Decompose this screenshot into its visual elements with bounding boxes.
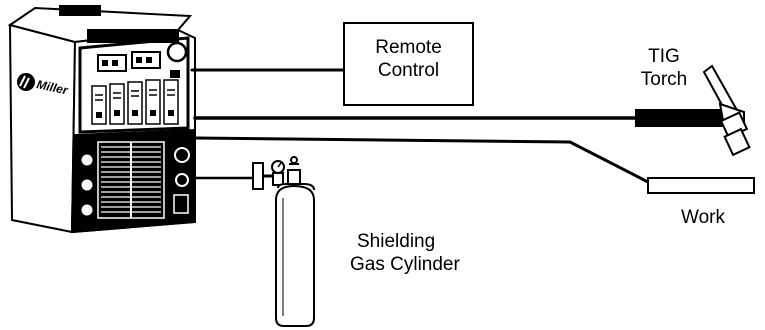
shielding-gas-cylinder-label-line2: Gas Cylinder: [350, 254, 460, 275]
regulator-body: [272, 172, 284, 186]
remote-socket: [174, 147, 190, 163]
control-panel-header: [87, 29, 179, 43]
tig-torch-label-line1: TIG: [648, 46, 680, 67]
output-terminal-1: [81, 154, 93, 166]
remote-control-label-line1: Remote: [375, 37, 442, 58]
cylinder-body: [275, 184, 315, 327]
tig-torch-label: TIG Torch: [624, 45, 704, 91]
function-column-1: [91, 85, 107, 125]
remote-control-label-line2: Control: [377, 60, 440, 81]
work-piece: [647, 177, 755, 194]
output-terminal-3: [81, 204, 93, 216]
shielding-gas-cylinder-label-line1: Shielding: [357, 231, 436, 252]
encoder-knob: [166, 41, 188, 63]
function-column-5: [163, 79, 179, 125]
function-column-2: [109, 83, 125, 125]
remote-control-label: Remote Control: [360, 36, 457, 82]
torch-handle: [635, 109, 735, 127]
function-column-3: [127, 81, 143, 125]
work-label: Work: [681, 207, 725, 228]
regulator-inlet-block: [252, 162, 264, 190]
tig-torch-label-line2: Torch: [640, 69, 688, 90]
miller-brand-text: Miller: [35, 77, 70, 97]
machine-side-panel: [8, 23, 77, 234]
tig-torch: [635, 64, 751, 157]
work-cable: [193, 136, 650, 184]
machine-handle: [59, 5, 101, 16]
miller-logo: Miller: [17, 73, 70, 98]
torch-nozzle: [723, 127, 751, 157]
output-terminal-2: [81, 179, 93, 191]
output-section: [81, 141, 190, 219]
gas-socket: [175, 173, 189, 187]
cables: [190, 68, 650, 184]
remote-control-box: [343, 22, 474, 106]
gas-cylinder: [252, 156, 315, 327]
shielding-gas-cylinder-label: Shielding Gas Cylinder: [346, 230, 476, 276]
control-panel: [91, 41, 188, 125]
function-column-4: [145, 79, 161, 125]
